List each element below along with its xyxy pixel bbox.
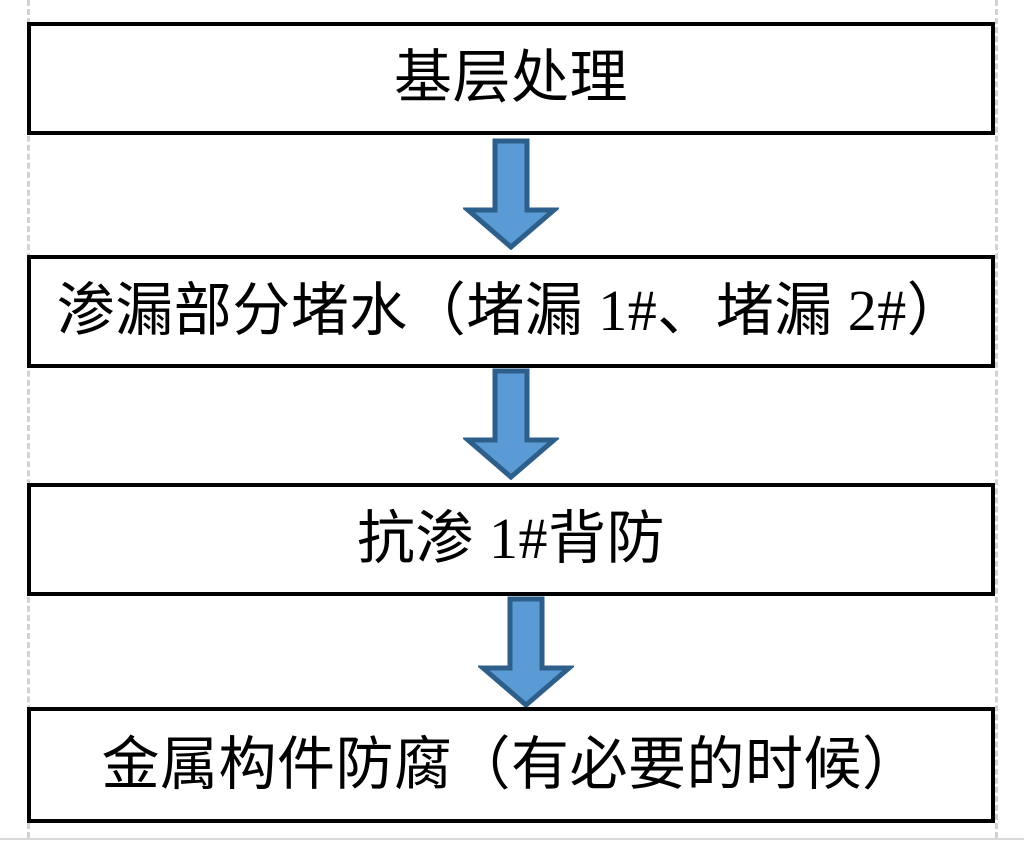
flow-step-label-4: 金属构件防腐（有必要的时候）	[101, 731, 921, 797]
container-dashed-rail-right	[995, 0, 998, 838]
down-arrow-shape-3	[478, 596, 574, 708]
flow-step-box-1[interactable]: 基层处理	[27, 22, 995, 135]
flow-step-box-3[interactable]: 抗渗 1#背防	[27, 483, 995, 596]
flow-step-label-1: 基层处理	[393, 45, 628, 111]
flow-step-label-2: 渗漏部分堵水（堵漏 1#、堵漏 2#）	[56, 278, 966, 344]
down-arrow-icon-2	[463, 368, 559, 480]
flow-step-box-2[interactable]: 渗漏部分堵水（堵漏 1#、堵漏 2#）	[27, 255, 995, 368]
down-arrow-shape-1	[463, 138, 559, 250]
down-arrow-icon-3	[478, 596, 574, 708]
down-arrow-icon-1	[463, 138, 559, 250]
page-bottom-rule	[0, 838, 1024, 840]
down-arrow-shape-2	[463, 368, 559, 480]
flow-step-box-4[interactable]: 金属构件防腐（有必要的时候）	[27, 707, 995, 823]
flow-step-label-3: 抗渗 1#背防	[356, 506, 665, 572]
container-dashed-rail-left	[27, 0, 30, 838]
